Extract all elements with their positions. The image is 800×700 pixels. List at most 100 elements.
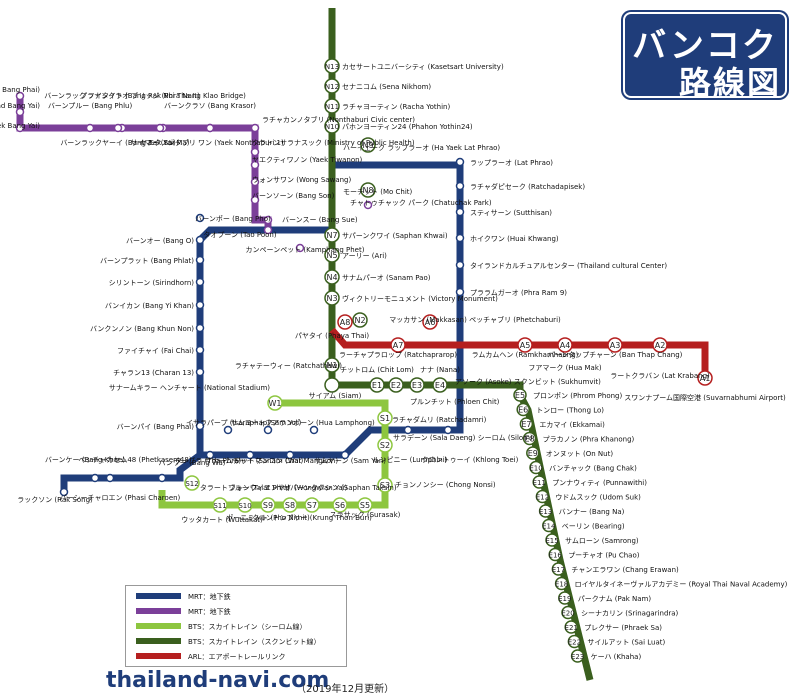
station-a7[interactable]: A7 [390, 337, 406, 353]
station-stop[interactable] [195, 323, 205, 333]
station-a6[interactable]: A6 [422, 314, 438, 330]
station-stop[interactable] [295, 243, 305, 253]
station-e19[interactable]: E19 [558, 591, 572, 605]
station-e18[interactable]: E18 [554, 576, 569, 591]
station-s7[interactable]: S7 [304, 497, 320, 513]
station-e23[interactable]: E23 [570, 649, 585, 663]
station-stop[interactable] [250, 123, 260, 133]
station-a3[interactable]: A3 [607, 337, 623, 353]
station-stop[interactable] [157, 473, 167, 483]
station-e9[interactable]: E9 [526, 446, 540, 460]
station-stop[interactable] [90, 473, 100, 483]
station-stop[interactable] [15, 123, 25, 133]
station-stop[interactable] [263, 215, 273, 225]
station-e6[interactable]: E6 [516, 402, 530, 417]
station-a2[interactable]: A2 [652, 337, 668, 353]
station-n1[interactable]: N1 [324, 357, 340, 373]
station-e14[interactable]: E14 [542, 518, 556, 533]
station-a1[interactable]: A1 [697, 370, 713, 386]
station-a5[interactable]: A5 [517, 337, 533, 353]
station-n13[interactable]: N13 [324, 58, 340, 74]
station-stop[interactable] [223, 425, 233, 435]
station-stop[interactable] [195, 421, 205, 431]
station-stop[interactable] [455, 181, 465, 191]
station-stop[interactable] [455, 157, 465, 167]
station-stop[interactable] [15, 107, 25, 117]
station-e11[interactable]: E11 [532, 475, 546, 489]
station-stop[interactable] [443, 425, 453, 435]
station-n3[interactable]: N3 [324, 290, 340, 306]
station-stop[interactable] [113, 123, 123, 133]
station-s2[interactable]: S2 [377, 437, 393, 453]
station-stop[interactable] [245, 450, 255, 460]
station-stop[interactable] [263, 425, 273, 435]
station-stop[interactable] [363, 200, 373, 210]
station-stop[interactable] [205, 450, 215, 460]
site-name[interactable]: thailand-navi.com [106, 668, 330, 693]
station-stop[interactable] [250, 147, 260, 157]
station-n10[interactable]: N10 [324, 118, 340, 134]
station-stop[interactable] [263, 225, 273, 235]
station-w1[interactable]: W1 [267, 395, 283, 411]
station-stop[interactable] [250, 177, 260, 187]
station-e3[interactable]: E3 [409, 377, 425, 393]
station-e10[interactable]: E10 [529, 460, 543, 475]
station-stop[interactable] [15, 91, 25, 101]
station-n12[interactable]: N12 [324, 78, 340, 94]
station-s11[interactable]: S11 [212, 497, 228, 513]
station-e8[interactable]: E8 [522, 431, 537, 446]
station-stop[interactable] [455, 207, 465, 217]
station-stop[interactable] [205, 123, 215, 133]
station-e1[interactable]: E1 [369, 377, 385, 393]
station-e4[interactable]: E4 [432, 377, 448, 393]
station-stop[interactable] [250, 195, 260, 205]
station-s10[interactable]: S10 [237, 497, 253, 513]
station-e16[interactable]: E16 [548, 547, 563, 562]
station-stop[interactable] [403, 425, 413, 435]
station-stop[interactable] [195, 367, 205, 377]
station-n7[interactable]: N7 [324, 227, 340, 243]
station-a4[interactable]: A4 [557, 337, 573, 353]
station-e22[interactable]: E22 [567, 634, 582, 649]
station-a8[interactable]: A8 [337, 314, 353, 330]
station-stop[interactable] [105, 473, 115, 483]
station-stop[interactable] [455, 233, 465, 243]
station-s3[interactable]: S3 [377, 477, 393, 493]
station-stop[interactable] [455, 260, 465, 270]
station-stop[interactable] [340, 450, 350, 460]
station-stop[interactable] [195, 255, 205, 265]
station-e7[interactable]: E7 [519, 417, 534, 431]
station-e15[interactable]: E15 [545, 533, 559, 547]
station-stop[interactable] [195, 277, 205, 287]
station-stop[interactable] [455, 287, 465, 297]
station-stop[interactable] [195, 235, 205, 245]
station-stop[interactable] [195, 345, 205, 355]
station-e2[interactable]: E2 [388, 377, 404, 393]
station-stop[interactable] [155, 123, 165, 133]
station-stop[interactable] [85, 123, 95, 133]
station-s5[interactable]: S5 [357, 497, 373, 513]
station-s9[interactable]: S9 [260, 497, 276, 513]
station-s1[interactable]: S1 [377, 410, 393, 426]
station-stop[interactable] [195, 213, 205, 223]
station-stop[interactable] [250, 160, 260, 170]
station-n2[interactable]: N2 [352, 312, 368, 328]
station-e13[interactable]: E13 [538, 504, 553, 518]
station-e12[interactable]: E12 [535, 489, 550, 504]
station-stop[interactable] [285, 450, 295, 460]
station-n4[interactable]: N4 [324, 269, 340, 285]
station-s6[interactable]: S6 [332, 497, 348, 513]
station-n11[interactable]: N11 [324, 98, 340, 114]
station-e17[interactable]: E17 [551, 562, 566, 576]
station-e20[interactable]: E20 [561, 605, 575, 620]
station-stop[interactable] [324, 377, 340, 393]
station-n9[interactable]: N9 [360, 137, 376, 153]
station-stop[interactable] [309, 425, 319, 435]
station-s12[interactable]: S12 [184, 475, 200, 491]
station-s8[interactable]: S8 [282, 497, 298, 513]
station-n8[interactable]: N8 [360, 182, 376, 198]
station-stop[interactable] [59, 487, 69, 497]
station-e21[interactable]: E21 [564, 620, 578, 634]
station-n5[interactable]: N5 [324, 247, 340, 263]
station-stop[interactable] [195, 300, 205, 310]
